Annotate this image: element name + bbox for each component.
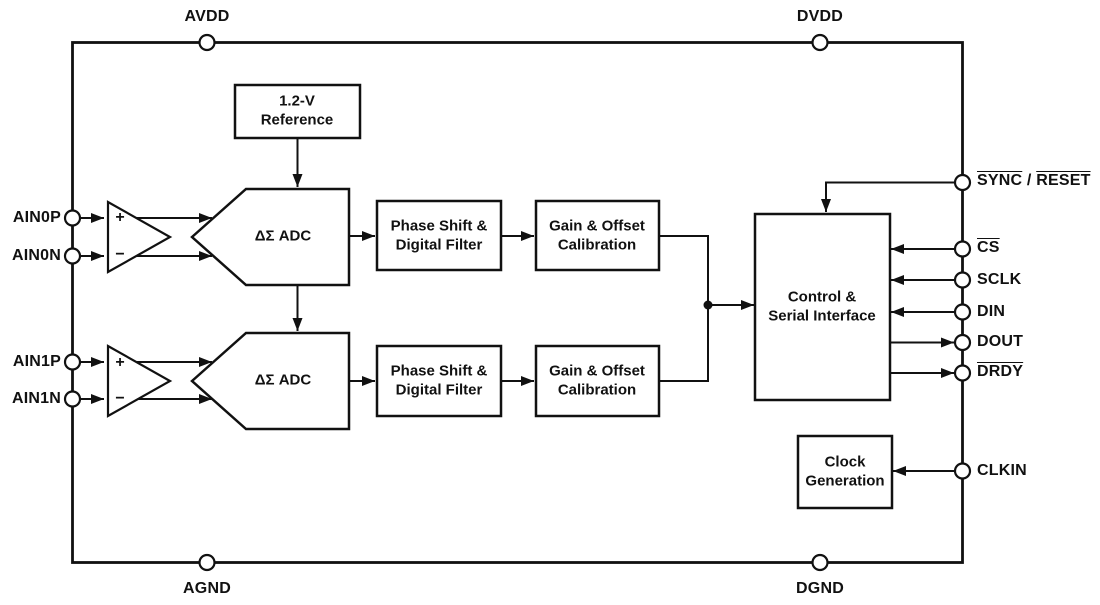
amp0-minus-sign: − [115, 246, 125, 263]
sync-label: SYNC [977, 172, 1023, 189]
wire-gain0-to-junction [659, 235, 709, 305]
pin-agnd-terminal [198, 553, 216, 572]
block-phase1 [375, 344, 503, 418]
block-clock [796, 434, 894, 510]
pin-sclk-terminal [953, 271, 972, 289]
junction-dot [703, 300, 713, 310]
chip-outline [71, 41, 964, 564]
reset-label: RESET [1036, 172, 1091, 189]
block-label-gain1: Gain & Offset Calibration [549, 362, 645, 398]
pin-label-ain1p: AIN1P [12, 353, 61, 370]
wire-sync-to-control [821, 181, 955, 212]
block-control [753, 212, 892, 402]
pin-label-dout: DOUT [977, 333, 1024, 350]
pin-dvdd-terminal [811, 33, 829, 52]
wire-gain1-to-junction [659, 305, 709, 382]
pin-label-clkin: CLKIN [977, 462, 1027, 479]
block-label-control: Control & Serial Interface [768, 288, 876, 324]
block-label-reference: 1.2-V Reference [260, 92, 334, 128]
pin-label-din: DIN [977, 303, 1006, 320]
block-label-adc0: ΔΣ ADC [254, 227, 312, 245]
pin-ain1n-terminal [63, 390, 82, 408]
pin-label-sync-reset: SYNC / RESET [977, 172, 1091, 190]
pin-label-dgnd: DGND [796, 580, 844, 597]
pin-label-sclk: SCLK [977, 271, 1022, 288]
pin-label-ain1n: AIN1N [11, 390, 61, 407]
amp1-triangle [106, 344, 173, 418]
block-label-adc1: ΔΣ ADC [254, 371, 312, 389]
pin-label-ain0n: AIN0N [11, 247, 61, 264]
pin-label-dvdd: DVDD [796, 8, 844, 25]
block-adc0 [190, 187, 351, 287]
block-label-gain0: Gain & Offset Calibration [549, 217, 645, 253]
amp0-plus-sign: + [115, 209, 125, 226]
block-label-phase0: Phase Shift & Digital Filter [390, 217, 488, 253]
amp1-plus-sign: + [115, 354, 125, 371]
pin-drdy-terminal [953, 364, 972, 382]
pin-clkin-terminal [953, 462, 972, 480]
block-reference [233, 83, 362, 140]
pin-label-ain0p: AIN0P [12, 209, 61, 226]
amp1-minus-sign: − [115, 390, 125, 407]
pin-cs-terminal [953, 240, 972, 258]
sync-reset-separator: / [1022, 172, 1037, 189]
pin-ain0p-terminal [63, 209, 82, 227]
block-gain1 [534, 344, 661, 418]
block-label-clock: Clock Generation [805, 453, 885, 489]
pin-ain0n-terminal [63, 247, 82, 265]
pin-label-cs: CS [977, 239, 1000, 256]
pin-dout-terminal [953, 333, 972, 352]
wires [80, 138, 955, 476]
block-phase0 [375, 199, 503, 272]
pin-label-drdy: DRDY [977, 363, 1024, 380]
amp0-triangle [106, 200, 173, 274]
pin-sync-reset-terminal [953, 173, 972, 192]
pin-ain1p-terminal [63, 353, 82, 371]
blocks [106, 83, 894, 510]
pin-terminals [63, 33, 972, 572]
pin-label-agnd: AGND [183, 580, 231, 597]
pin-dgnd-terminal [811, 553, 829, 572]
pin-label-avdd: AVDD [184, 8, 230, 25]
block-gain0 [534, 199, 661, 272]
pin-avdd-terminal [198, 33, 216, 52]
pin-din-terminal [953, 303, 972, 321]
block-label-phase1: Phase Shift & Digital Filter [390, 362, 488, 398]
block-adc1 [190, 331, 351, 431]
